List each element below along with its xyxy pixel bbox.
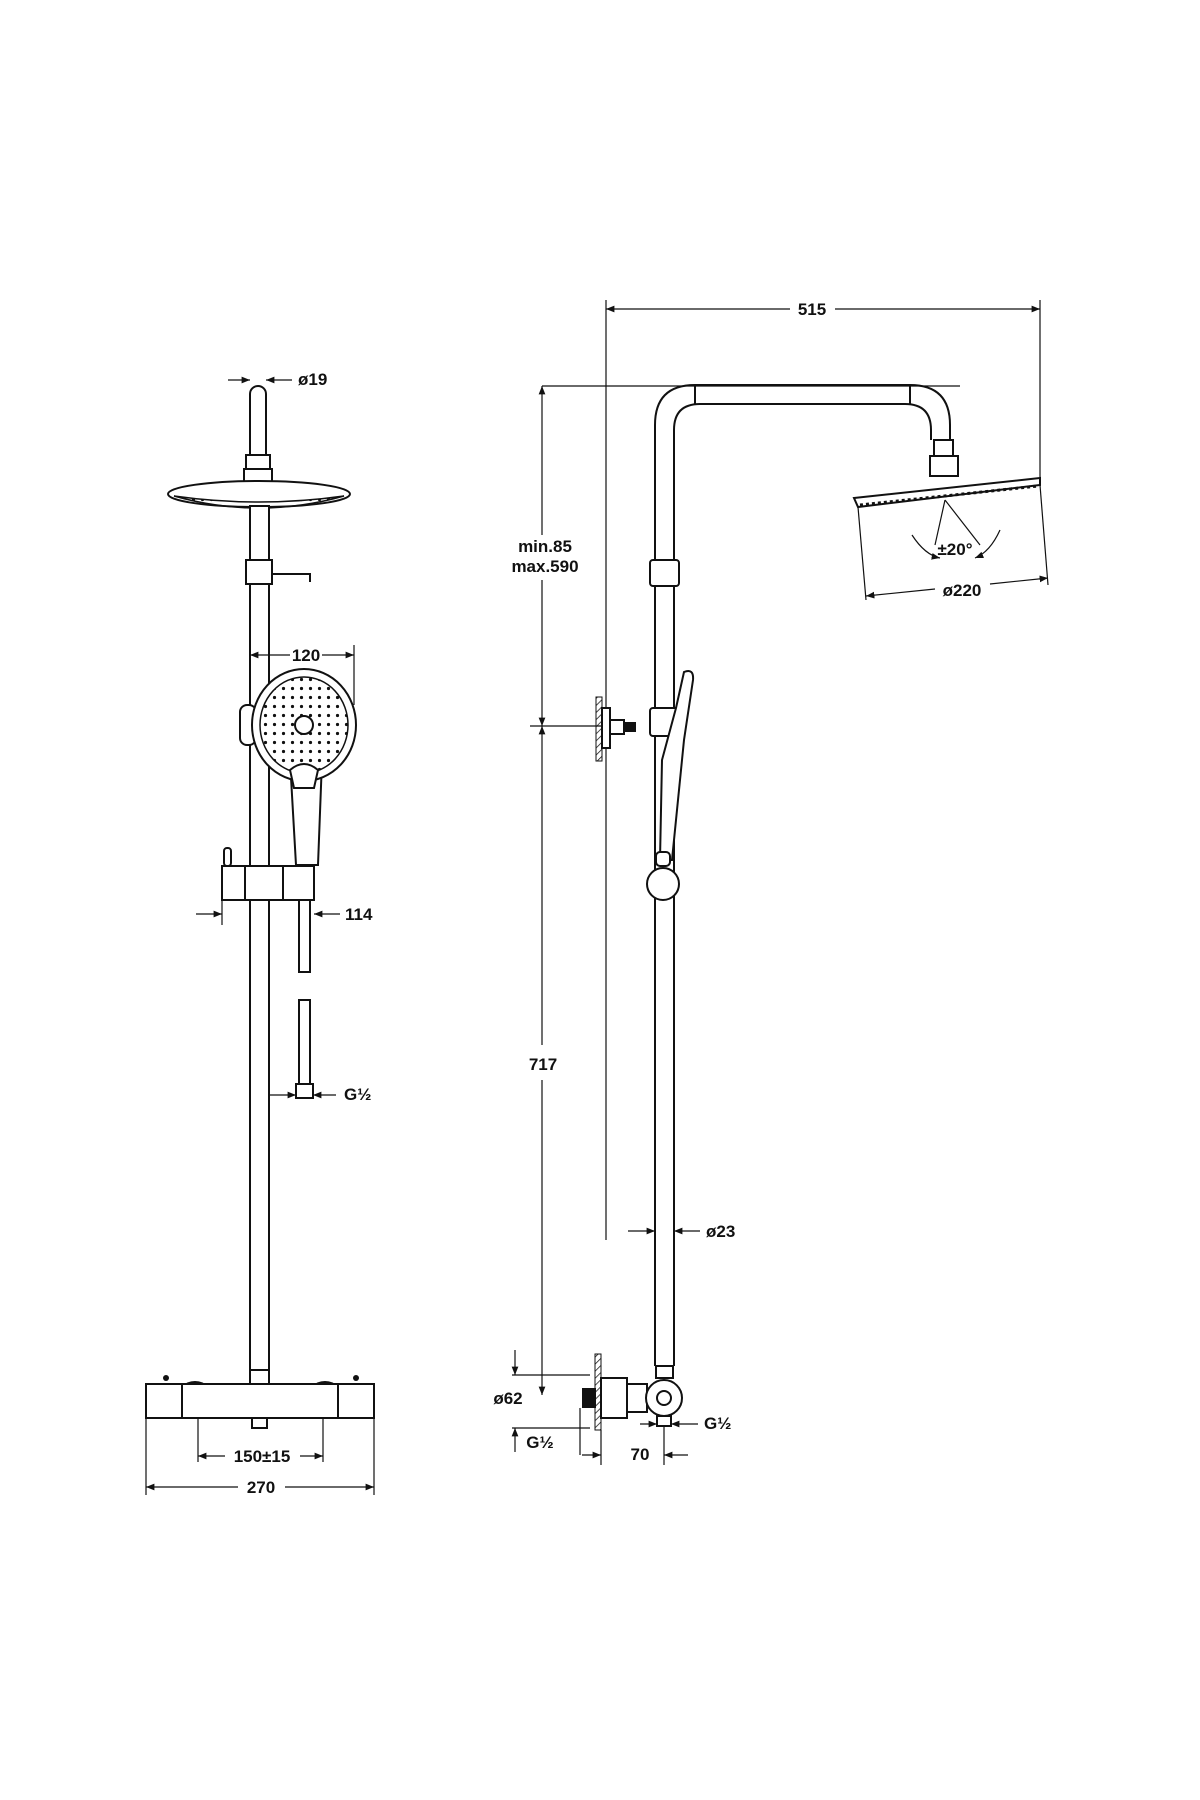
hose-connector: [295, 1083, 314, 1099]
hand-shower-width-label: 120: [292, 646, 320, 665]
front-rain-head: [167, 480, 351, 509]
inlet-spacing-label: 150±15: [234, 1447, 291, 1466]
hose-lower: [298, 999, 311, 1085]
side-head-connector: [929, 455, 959, 477]
riser-and-arm-inner: [673, 403, 932, 1366]
front-slider: [221, 847, 315, 901]
side-view: 515 ø220 ±20° min.85 max.590 717: [493, 300, 1049, 1465]
head-tilt-label: ±20°: [937, 540, 972, 559]
height-adjust-sleeve: [649, 559, 680, 587]
total-projection-label: 515: [798, 300, 826, 319]
mixer-width-label: 270: [247, 1478, 275, 1497]
head-diameter-label: ø220: [943, 581, 982, 600]
hose-upper: [298, 899, 311, 973]
riser-diameter-label: ø23: [706, 1222, 735, 1241]
wall-offset-label: 70: [631, 1445, 650, 1464]
front-riser-pipe: [249, 505, 270, 1387]
side-hand-shower: [646, 670, 695, 901]
hose-connection-label: G½: [344, 1085, 371, 1104]
pipe-diameter-label: ø19: [298, 370, 327, 389]
wall-bracket: [595, 696, 681, 762]
front-shelf-holder: [245, 559, 273, 585]
side-mixer: [582, 1353, 683, 1431]
front-top-pipe: [249, 385, 267, 470]
flange-diameter-label: ø62: [493, 1389, 522, 1408]
side-head-joint: [933, 439, 954, 457]
shelf: [272, 573, 311, 582]
head-joint: [245, 454, 271, 470]
thermostatic-mixer: [145, 1369, 375, 1429]
min-height-label: min.85: [518, 537, 572, 556]
riser-and-arm-outer: [654, 384, 951, 1366]
slider-offset-label: 114: [345, 905, 373, 924]
max-height-label: max.590: [511, 557, 578, 576]
hand-shower: [239, 668, 357, 866]
riser-height-label: 717: [529, 1055, 557, 1074]
outlet-thread-label: G½: [704, 1414, 731, 1433]
inlet-thread-label: G½: [526, 1433, 553, 1452]
front-view: 120 114 G½ ø19: [145, 370, 375, 1497]
